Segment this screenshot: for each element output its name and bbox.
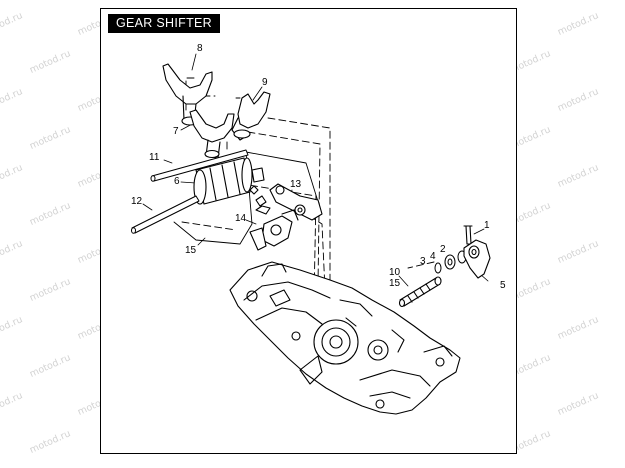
callout-4: 4 [430,251,436,262]
callout-8: 8 [197,43,203,54]
callout-9: 9 [262,77,268,88]
callout-5: 5 [500,280,506,291]
callout-3: 3 [420,256,426,267]
shift-fork-8 [162,63,213,126]
callout-13: 13 [290,179,302,190]
crankcase [229,261,461,415]
callout-12: 12 [131,196,143,207]
callout-1: 1 [484,220,490,231]
shift-fork-9 [231,91,271,141]
callout-14: 14 [235,213,247,224]
fork-shaft-11 [150,149,249,182]
shift-drum-6 [193,157,265,205]
callout-11: 11 [149,152,160,163]
pawl-assembly-14 [249,205,299,251]
callout-7: 7 [173,126,179,137]
detent-arm-13 [249,183,323,221]
callout-15-upper: 15 [185,245,197,256]
callout-2: 2 [440,244,446,255]
callout-15-lower: 15 [389,278,401,289]
shift-fork-7 [189,109,235,159]
bolt-1-and-lever-5 [463,225,491,279]
callout-6: 6 [174,176,180,187]
group-outline [173,151,321,245]
callout-10: 10 [389,267,401,278]
shifter-shaft-10 [398,276,442,308]
shaft-12 [131,195,200,234]
diagram-title: GEAR SHIFTER [108,14,220,33]
